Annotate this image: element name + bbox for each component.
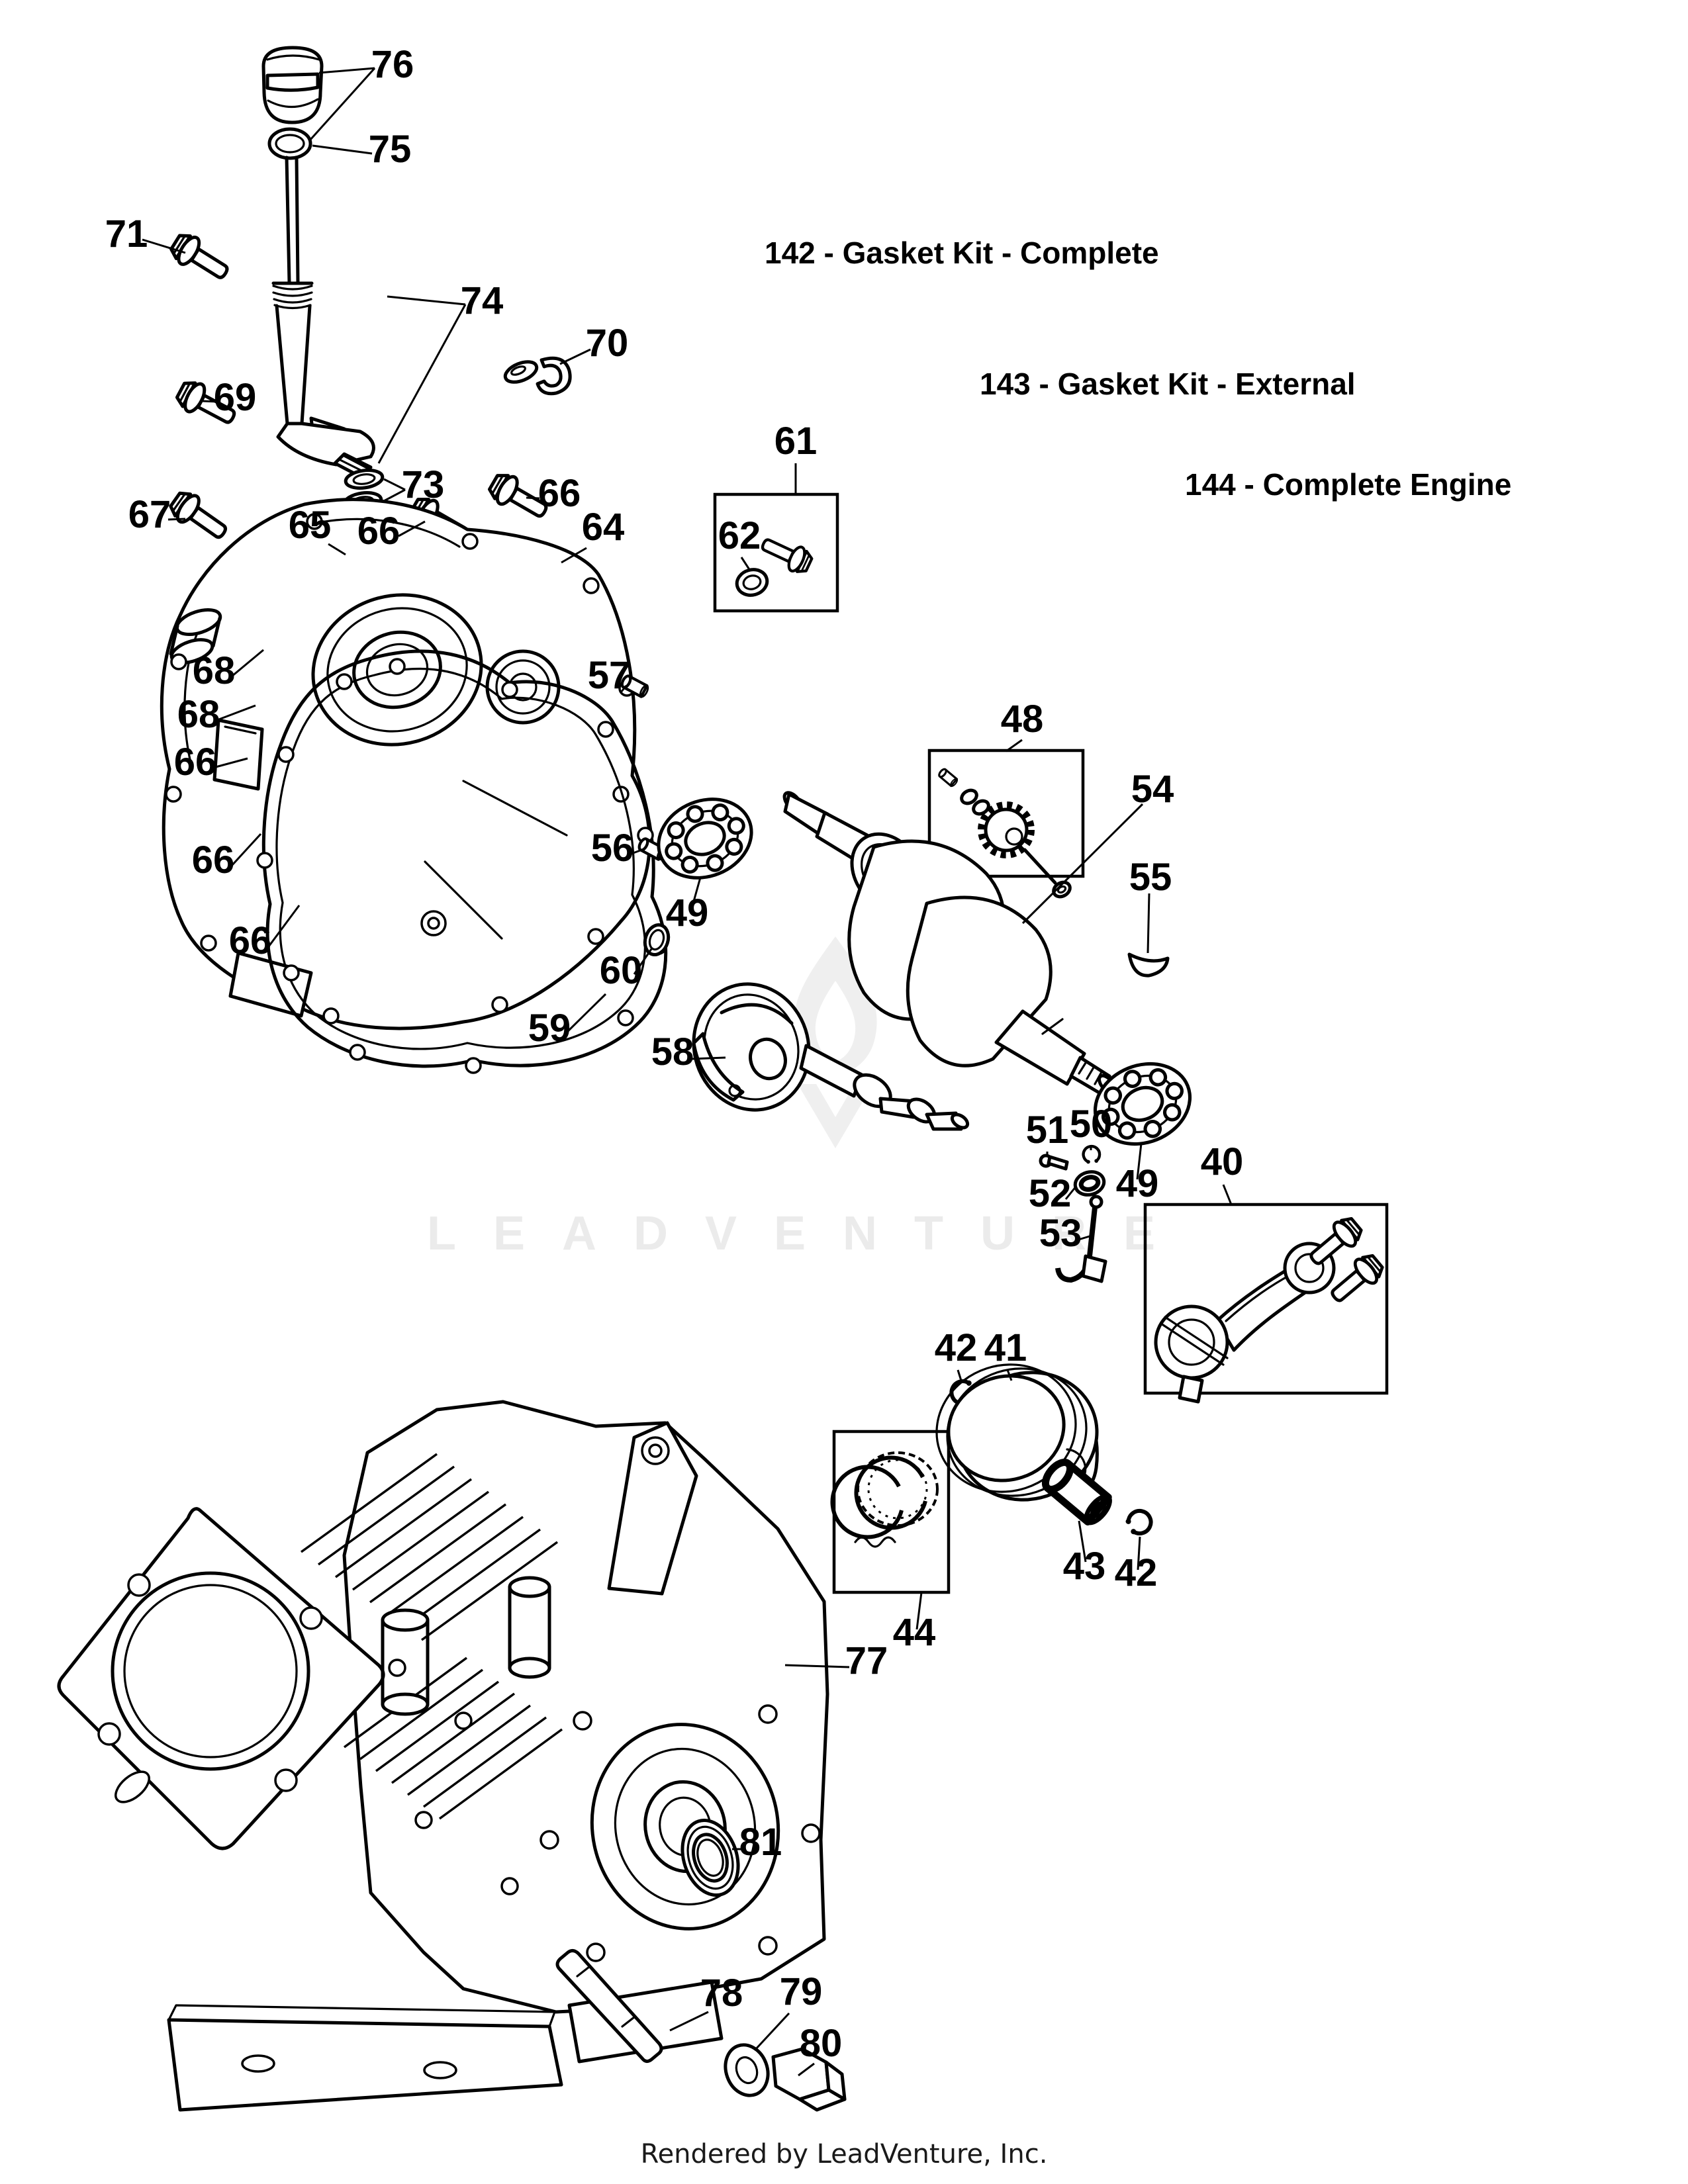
oil-fill-tube-drawing: [271, 156, 375, 480]
oil-seal-81-drawing: [680, 1818, 740, 1897]
callout-67: 67: [128, 493, 171, 536]
washer-79-drawing: [724, 2043, 770, 2097]
callout-49-b: 49: [1116, 1162, 1159, 1205]
callout-60: 60: [600, 949, 643, 992]
callout-42-a: 42: [935, 1326, 978, 1369]
callout-66-d: 66: [192, 839, 235, 882]
callout-51: 51: [1026, 1109, 1069, 1152]
callout-62: 62: [718, 514, 761, 557]
watermark-v-icon: [798, 1084, 873, 1148]
callout-66-e: 66: [229, 919, 272, 962]
callout-43: 43: [1063, 1545, 1106, 1588]
callout-41: 41: [984, 1326, 1027, 1369]
callout-57: 57: [588, 654, 631, 697]
screw-51-drawing: [1039, 1154, 1069, 1171]
callout-66-b: 66: [357, 510, 400, 553]
callout-40: 40: [1201, 1140, 1244, 1183]
callout-77: 77: [845, 1639, 888, 1682]
callout-53: 53: [1039, 1212, 1082, 1255]
leader-lines: [142, 67, 1233, 2077]
callout-76: 76: [371, 43, 414, 86]
footer-credit: Rendered by LeadVenture, Inc.: [641, 2139, 1048, 2169]
callout-labels: 76 75 71 74 70 69 73 66 66 67 65 64 61 6…: [105, 43, 1244, 2065]
callout-49-a: 49: [666, 891, 709, 934]
oil-fill-cap-drawing: [261, 46, 324, 124]
note-complete-engine: 144 - Complete Engine: [1185, 467, 1511, 502]
seal-52-drawing: [1073, 1170, 1106, 1197]
callout-68-a: 68: [193, 649, 236, 692]
stud-78-drawing: [555, 1948, 663, 2064]
connecting-rod-drawing: [1154, 1213, 1387, 1404]
callout-71: 71: [105, 212, 148, 255]
callout-68-b: 68: [177, 693, 220, 736]
note-gasket-kit-external: 143 - Gasket Kit - External: [980, 367, 1356, 401]
callout-66-c: 66: [174, 741, 217, 784]
callout-66-a: 66: [538, 472, 581, 515]
callout-52: 52: [1029, 1172, 1072, 1215]
callout-69: 69: [214, 376, 257, 419]
woodruff-key-drawing: [1127, 952, 1170, 978]
callout-75: 75: [369, 128, 412, 171]
crankshaft-drawing: [782, 791, 1116, 1095]
callout-44: 44: [893, 1611, 936, 1654]
callout-48: 48: [1001, 698, 1044, 741]
callout-55: 55: [1129, 856, 1172, 899]
leadventure-watermark: LEADVENTURE: [427, 936, 1192, 1260]
drain-plug-kit-box: [713, 492, 839, 613]
callout-81: 81: [739, 1821, 782, 1864]
note-gasket-kit-complete: 142 - Gasket Kit - Complete: [765, 236, 1159, 270]
callout-61: 61: [774, 420, 818, 463]
piston-ring-set-drawing: [830, 1451, 939, 1548]
ball-bearing-drawing: [647, 786, 763, 891]
bolt-71-drawing: [167, 230, 234, 287]
callout-79: 79: [780, 1970, 823, 2013]
ring-set-box: [832, 1430, 951, 1594]
oring-60-drawing: [643, 923, 671, 956]
callout-58: 58: [651, 1030, 694, 1073]
callout-74: 74: [461, 279, 504, 322]
callout-42-b: 42: [1115, 1551, 1158, 1594]
oil-dipper-53-drawing: [1055, 1195, 1107, 1283]
retaining-ring-drawing: [1123, 1508, 1154, 1537]
watermark-text: LEADVENTURE: [427, 1207, 1192, 1260]
callout-56: 56: [591, 827, 634, 870]
camshaft-drawing: [692, 982, 970, 1131]
callout-65: 65: [289, 504, 332, 547]
connecting-rod-box: [1143, 1203, 1389, 1395]
tube-clamp-drawing: [503, 356, 572, 396]
piston-drawing: [935, 1363, 1099, 1502]
callout-73: 73: [402, 463, 445, 506]
callout-54: 54: [1131, 768, 1174, 811]
callout-64: 64: [582, 506, 625, 549]
callout-50: 50: [1070, 1103, 1113, 1146]
callout-78: 78: [700, 1972, 743, 2015]
dipstick-oring-drawing: [267, 127, 312, 160]
drain-plug-drawing: [735, 532, 814, 597]
piston-pin-drawing: [1041, 1458, 1113, 1527]
callout-80: 80: [800, 2022, 843, 2065]
bolt-67-drawing: [167, 487, 232, 546]
cover-gasket-drawing: [256, 649, 668, 1074]
governor-gear-kit-drawing: [937, 766, 1072, 899]
callout-70: 70: [586, 322, 629, 365]
callout-59: 59: [528, 1007, 571, 1050]
